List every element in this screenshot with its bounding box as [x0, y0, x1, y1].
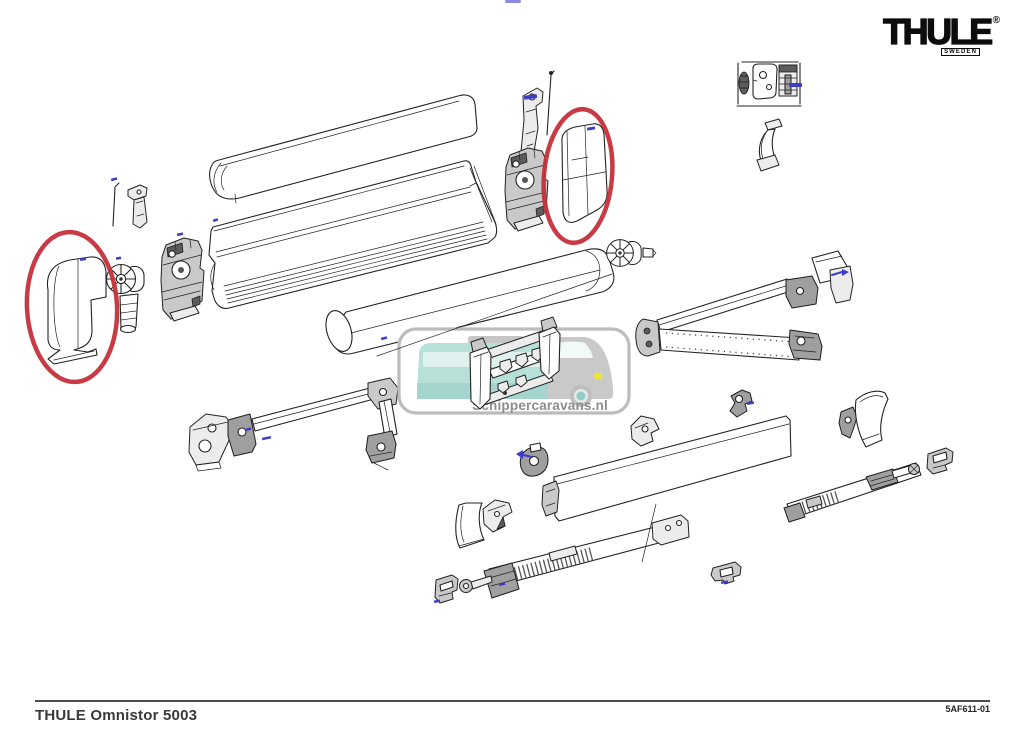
- left-spring-arm-assembly: [188, 377, 399, 472]
- left-drive-mechanism: [160, 237, 205, 322]
- left-clutch-knob: [105, 263, 145, 334]
- inset-ratchet-block: [778, 64, 798, 97]
- left-corner-flap: [455, 502, 485, 549]
- strap-bracket: [756, 118, 783, 172]
- drawing-number: 5AF611-01: [945, 704, 990, 714]
- lead-rail-front-panel: [541, 415, 792, 522]
- wheel: [576, 391, 586, 401]
- inset-knurled-knob: [738, 71, 750, 95]
- case-profile: [208, 160, 498, 309]
- blue-arrow-clamp: [516, 450, 533, 459]
- right-corner-flap: [854, 390, 889, 448]
- right-clutch-knob: [606, 239, 657, 267]
- right-rafter-tube: [783, 462, 922, 523]
- middle-angle-bracket: [482, 499, 513, 533]
- fabric-edge-line: [376, 273, 613, 357]
- logo-country-label: SWEDEN: [941, 48, 980, 56]
- inset-cover-plate: [752, 63, 778, 100]
- left-small-bracket: [127, 184, 148, 229]
- highlight-left-end-cap: [24, 229, 120, 385]
- middle-cradle-bracket: [630, 415, 660, 447]
- fabric-support-cradle: [469, 316, 561, 410]
- diagram-title: THULE Omnistor 5003: [35, 707, 198, 724]
- wall-hook-bracket: [729, 389, 753, 418]
- top-pin-rod: [546, 70, 555, 136]
- right-end-cap-cover: [561, 123, 608, 223]
- highlight-circles: [24, 106, 615, 385]
- fabric-roller-tube: [325, 248, 615, 355]
- highlight-right-end-cap: [541, 106, 615, 246]
- right-end-clamp: [926, 447, 954, 475]
- headlight: [593, 372, 603, 380]
- callout-markers: [79, 0, 849, 603]
- right-bracket-pair: [838, 406, 858, 439]
- left-end-cap-cover: [46, 256, 107, 365]
- logo-wordmark: THULE: [882, 11, 993, 52]
- thule-logo: THULE® SWEDEN: [882, 11, 1000, 56]
- blue-arrow-right-arm: [831, 269, 849, 276]
- top-cover-profile: [209, 94, 478, 204]
- footer-divider: [35, 700, 990, 702]
- arrow-marked-clamp: [519, 442, 549, 477]
- watermark-text: Schippercaravans.nl: [472, 398, 608, 413]
- registered-mark: ®: [992, 15, 1000, 26]
- left-pin-rod: [112, 182, 120, 227]
- left-end-clamp: [434, 574, 459, 604]
- right-spring-arm-assembly: [635, 250, 854, 361]
- mounting-foot-pad: [710, 561, 742, 585]
- left-rafter-tube: [459, 503, 690, 599]
